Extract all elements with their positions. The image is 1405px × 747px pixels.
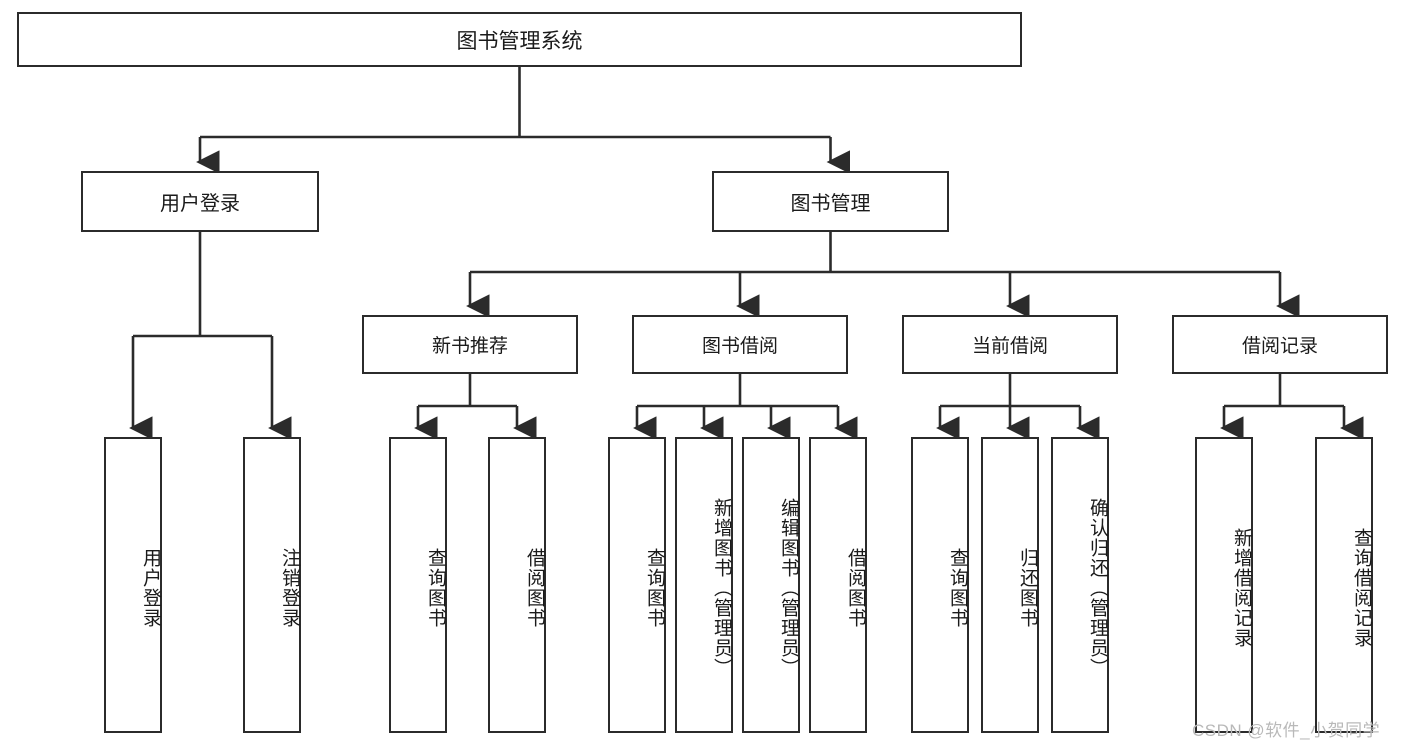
node-label: 查询图书 — [644, 548, 665, 628]
node-book_borrow[interactable]: 图书借阅 — [632, 315, 848, 374]
node-label: 新增借阅记录 — [1231, 528, 1252, 648]
node-leaf_return_book[interactable]: 归还图书 — [981, 437, 1039, 733]
node-leaf_edit_book[interactable]: 编辑图书（管理员） — [742, 437, 800, 733]
node-label: 图书借阅 — [701, 336, 778, 357]
node-label: 新增图书（管理员） — [711, 498, 732, 678]
node-label: 查询图书 — [947, 548, 968, 628]
node-label: 编辑图书（管理员） — [778, 498, 799, 678]
node-label: 图书管理系统 — [456, 29, 583, 53]
node-label: 借阅图书 — [524, 548, 545, 628]
node-leaf_add_book[interactable]: 新增图书（管理员） — [675, 437, 733, 733]
node-user_login[interactable]: 用户登录 — [81, 171, 319, 232]
node-label: 用户登录 — [140, 548, 161, 628]
node-root[interactable]: 图书管理系统 — [17, 12, 1022, 67]
node-label: 借阅图书 — [845, 548, 866, 628]
node-leaf_query_book_2[interactable]: 查询图书 — [608, 437, 666, 733]
node-leaf_confirm_return[interactable]: 确认归还（管理员） — [1051, 437, 1109, 733]
node-leaf_add_record[interactable]: 新增借阅记录 — [1195, 437, 1253, 733]
node-label: 用户登录 — [160, 193, 240, 215]
node-leaf_query_record[interactable]: 查询借阅记录 — [1315, 437, 1373, 733]
node-book_manage[interactable]: 图书管理 — [712, 171, 949, 232]
node-label: 归还图书 — [1017, 548, 1038, 628]
node-label: 确认归还（管理员） — [1087, 498, 1108, 678]
node-label: 借阅记录 — [1241, 336, 1318, 357]
node-current_borrow[interactable]: 当前借阅 — [902, 315, 1118, 374]
node-leaf_user_logout[interactable]: 注销登录 — [243, 437, 301, 733]
csdn-watermark: CSDN @软件_小贺同学 — [1192, 721, 1381, 740]
node-label: 注销登录 — [279, 548, 300, 628]
node-borrow_record[interactable]: 借阅记录 — [1172, 315, 1388, 374]
node-label: 新书推荐 — [431, 336, 508, 357]
node-label: 图书管理 — [790, 193, 871, 215]
node-leaf_borrow_book_1[interactable]: 借阅图书 — [488, 437, 546, 733]
node-leaf_query_book_3[interactable]: 查询图书 — [911, 437, 969, 733]
node-label: 查询图书 — [425, 548, 446, 628]
node-label: 当前借阅 — [971, 336, 1048, 357]
node-leaf_query_book_1[interactable]: 查询图书 — [389, 437, 447, 733]
node-new_book_rec[interactable]: 新书推荐 — [362, 315, 578, 374]
node-leaf_borrow_book_2[interactable]: 借阅图书 — [809, 437, 867, 733]
node-leaf_user_login[interactable]: 用户登录 — [104, 437, 162, 733]
node-label: 查询借阅记录 — [1351, 528, 1372, 648]
